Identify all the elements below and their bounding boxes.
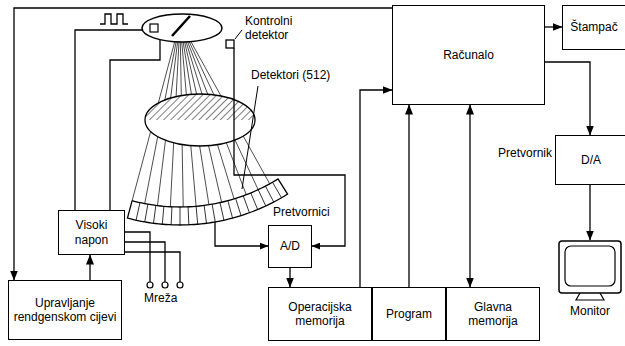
program-box: Program [372, 287, 446, 341]
leader-lines [235, 30, 258, 189]
connector-arrow [14, 8, 392, 280]
connector-arrow [469, 105, 470, 287]
node-text: D/A [581, 153, 601, 167]
node-text: Računalo [443, 48, 494, 62]
x-ray-fan [132, 22, 270, 207]
node-text: Štampač [570, 20, 617, 34]
connector-arrow [289, 268, 290, 287]
pulse-symbol [100, 14, 128, 24]
part-label: Detektori (512) [250, 68, 331, 82]
detector-array [127, 179, 287, 225]
connector-arrow [408, 105, 409, 287]
terminal-label: Mreža [143, 291, 178, 305]
part-label: Pretvornici [272, 205, 331, 219]
x-ray-tube [142, 14, 222, 42]
node-text: Monitor [570, 304, 610, 318]
connector-arrow [360, 90, 392, 287]
node-text: Operacijska memorija [273, 300, 367, 329]
connector-arrow [89, 255, 90, 280]
memory-box: Operacijska memorija [268, 287, 372, 341]
monitor-symbol [558, 240, 622, 302]
part-label: Kontrolni detektor [244, 14, 310, 43]
patient [145, 94, 255, 146]
converter-box: D/A [555, 135, 625, 185]
mains-terminals [147, 282, 183, 288]
node-text: Visoki napon [63, 218, 120, 247]
node-text: Upravljanje rendgenskom cijevi [13, 296, 117, 325]
control-detector [226, 40, 234, 48]
monitor: Monitor [558, 240, 622, 338]
converter-box: A/D [268, 225, 312, 268]
computer-box: Računalo [392, 5, 545, 105]
power-box: Visoki napon [58, 210, 125, 255]
node-text: Glavna memorija [451, 300, 535, 329]
connector-arrow [545, 62, 590, 135]
node-text: A/D [280, 239, 300, 253]
connector-arrow [545, 26, 562, 27]
control-box: Upravljanje rendgenskom cijevi [8, 280, 122, 340]
printer-box: Štampač [562, 5, 625, 50]
node-text: Program [386, 307, 432, 321]
connector-arrow [589, 185, 590, 240]
part-label: Pretvornik [497, 146, 553, 160]
memory-box: Glavna memorija [446, 287, 540, 341]
